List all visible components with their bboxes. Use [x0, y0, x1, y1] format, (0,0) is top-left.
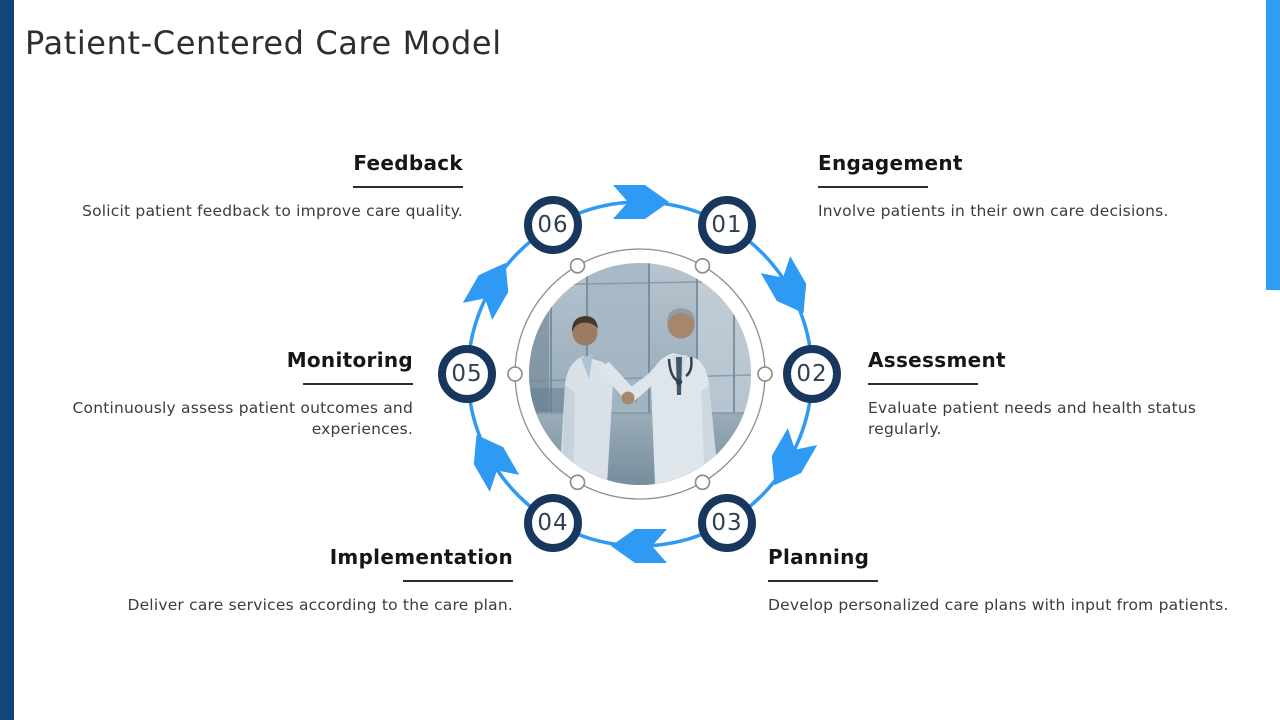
node-number: 05: [451, 361, 483, 387]
step-block-monitoring: Monitoring Continuously assess patient o…: [51, 348, 413, 441]
heading-underline: [353, 186, 463, 188]
step-title: Planning: [768, 545, 870, 569]
inner-ring-dots: [507, 257, 773, 491]
node-number: 01: [711, 212, 743, 238]
step-block-engagement: Engagement Involve patients in their own…: [818, 151, 1238, 222]
step-description: Involve patients in their own care decis…: [818, 202, 1169, 220]
right-accent-bar: [1266, 0, 1280, 290]
cycle-node-05: 05: [438, 345, 496, 403]
step-block-assessment: Assessment Evaluate patient needs and he…: [868, 348, 1222, 441]
heading-underline: [303, 383, 413, 385]
heading-underline: [868, 383, 978, 385]
clockwise-arrow-icon: [462, 262, 509, 320]
heading-underline: [768, 580, 878, 582]
step-description: Evaluate patient needs and health status…: [868, 399, 1197, 439]
node-number: 04: [537, 510, 569, 536]
step-description: Develop personalized care plans with inp…: [768, 596, 1229, 614]
center-photo: [529, 263, 751, 485]
node-number: 06: [537, 212, 569, 238]
clockwise-arrow-icon: [473, 434, 520, 492]
step-description: Continuously assess patient outcomes and…: [72, 399, 413, 439]
step-title: Assessment: [868, 348, 1006, 372]
step-description: Solicit patient feedback to improve care…: [82, 202, 463, 220]
clockwise-arrow-icon: [613, 185, 669, 219]
left-accent-bar: [0, 0, 14, 720]
node-number: 02: [796, 361, 828, 387]
step-title: Engagement: [818, 151, 963, 175]
doctors-handshake-illustration: [529, 263, 751, 485]
heading-underline: [403, 580, 513, 582]
node-number: 03: [711, 510, 743, 536]
doctor-right: [621, 308, 719, 485]
doctor-left: [559, 316, 639, 485]
page-title: Patient-Centered Care Model: [25, 24, 502, 62]
step-title: Implementation: [329, 545, 513, 569]
cycle-node-06: 06: [524, 196, 582, 254]
cycle-node-03: 03: [698, 494, 756, 552]
step-title: Monitoring: [286, 348, 413, 372]
step-title: Feedback: [353, 151, 463, 175]
cycle-node-02: 02: [783, 345, 841, 403]
heading-underline: [818, 186, 928, 188]
cycle-arrows: [462, 185, 818, 563]
cycle-node-01: 01: [698, 196, 756, 254]
step-block-planning: Planning Develop personalized care plans…: [768, 545, 1268, 616]
step-block-feedback: Feedback Solicit patient feedback to imp…: [43, 151, 463, 222]
step-description: Deliver care services according to the c…: [127, 596, 513, 614]
clockwise-arrow-icon: [771, 428, 818, 486]
clockwise-arrow-icon: [611, 529, 667, 563]
cycle-node-04: 04: [524, 494, 582, 552]
step-block-implementation: Implementation Deliver care services acc…: [73, 545, 513, 616]
clockwise-arrow-icon: [760, 256, 807, 314]
